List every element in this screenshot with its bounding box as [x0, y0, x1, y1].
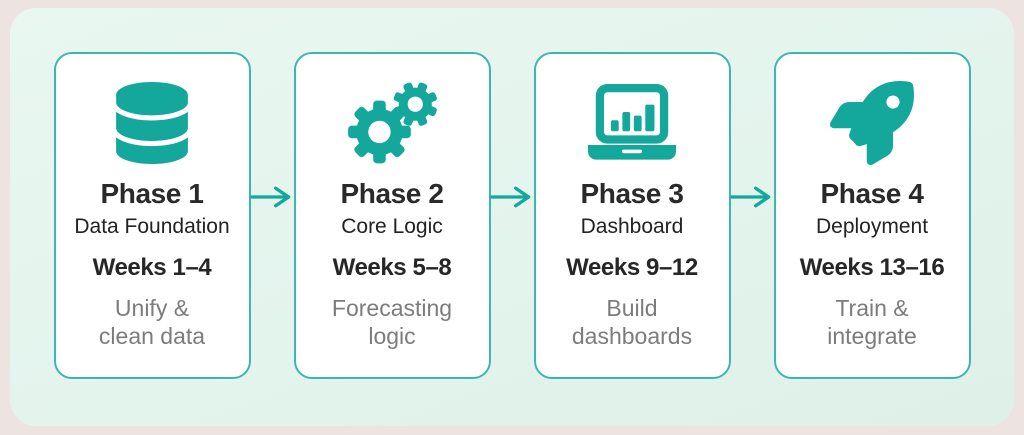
dashboard-laptop-icon [536, 78, 729, 168]
phase-weeks: Weeks 13–16 [799, 254, 945, 281]
database-icon [56, 78, 249, 168]
flow-connector [730, 52, 774, 209]
flow-connector [490, 52, 534, 209]
phase-subtitle: Core Logic [341, 215, 443, 238]
gears-icon [296, 78, 489, 168]
phase-subtitle: Dashboard [580, 215, 684, 238]
phase-title: Phase 4 [820, 178, 924, 209]
phase-weeks: Weeks 9–12 [566, 254, 698, 281]
phase-description: Build dashboards [571, 295, 693, 350]
arrow-right-icon [730, 186, 771, 208]
arrow-right-icon [250, 186, 291, 208]
flow-connector [250, 52, 294, 209]
phase-subtitle: Data Foundation [74, 215, 230, 238]
phase-title: Phase 3 [580, 178, 684, 209]
phase-card-3: Phase 3 Dashboard Weeks 9–12 Build dashb… [533, 52, 731, 379]
roadmap-panel: Phase 1 Data Foundation Weeks 1–4 Unify … [10, 8, 1014, 426]
phase-description: Train & integrate [827, 295, 917, 350]
phase-title: Phase 1 [100, 178, 204, 209]
phase-description: Unify & clean data [98, 295, 206, 350]
phase-flow: Phase 1 Data Foundation Weeks 1–4 Unify … [10, 8, 1014, 379]
rocket-icon [776, 78, 969, 168]
phase-weeks: Weeks 1–4 [92, 254, 212, 281]
phase-card-1: Phase 1 Data Foundation Weeks 1–4 Unify … [53, 52, 251, 379]
phase-description: Forecasting logic [331, 295, 453, 350]
phase-card-4: Phase 4 Deployment Weeks 13–16 Train & i… [773, 52, 971, 379]
phase-subtitle: Deployment [815, 215, 929, 238]
phase-title: Phase 2 [340, 178, 444, 209]
arrow-right-icon [490, 186, 531, 208]
phase-card-2: Phase 2 Core Logic Weeks 5–8 Forecasting… [293, 52, 491, 379]
phase-weeks: Weeks 5–8 [332, 254, 452, 281]
